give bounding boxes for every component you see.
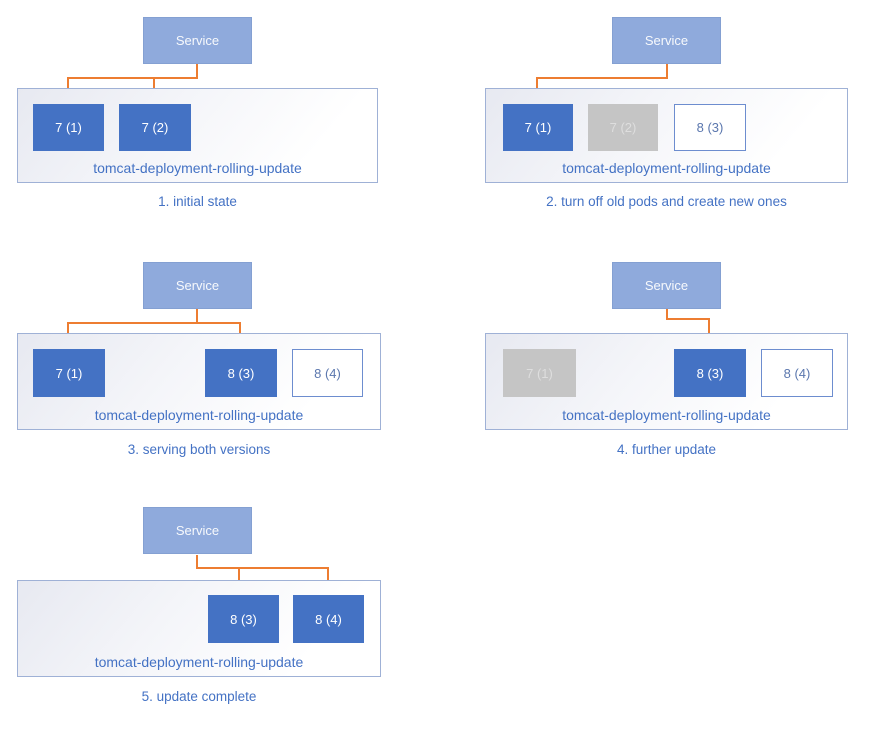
connector-line <box>153 77 155 95</box>
service-box: Service <box>612 262 721 309</box>
connector-line <box>67 77 69 95</box>
pod-7-1: 7 (1) <box>503 104 573 151</box>
connector-line <box>196 567 329 569</box>
connector-line <box>67 322 241 324</box>
connector-line <box>238 567 240 586</box>
stage-caption: 2. turn off old pods and create new ones <box>546 194 787 209</box>
service-box: Service <box>612 17 721 64</box>
pod-label: 8 (4) <box>314 365 341 381</box>
pod-label: 8 (3) <box>696 365 724 381</box>
connector-line <box>708 318 710 340</box>
pod-label: 7 (2) <box>141 120 169 135</box>
connector-line <box>536 77 538 95</box>
deployment-box: 7 (1) 7 (2) 8 (3) tomcat-deployment-roll… <box>485 88 848 183</box>
connector-line <box>536 77 668 79</box>
pod-8-3: 8 (3) <box>208 595 279 643</box>
deployment-box: 7 (1) 7 (2) tomcat-deployment-rolling-up… <box>17 88 378 183</box>
deployment-name-label: tomcat-deployment-rolling-update <box>94 654 304 670</box>
connector-line <box>196 555 198 569</box>
pod-8-4: 8 (4) <box>293 595 364 643</box>
service-label: Service <box>644 278 689 293</box>
stage-caption: 3. serving both versions <box>127 442 271 457</box>
pod-7-1: 7 (1) <box>33 349 105 397</box>
pod-8-3: 8 (3) <box>674 349 746 397</box>
pod-7-1: 7 (1) <box>33 104 104 151</box>
connector-line <box>196 64 198 79</box>
deployment-box: 7 (1) 8 (3) 8 (4) tomcat-deployment-roll… <box>485 333 848 430</box>
pod-label: 8 (4) <box>783 365 811 381</box>
deployment-name-label: tomcat-deployment-rolling-update <box>562 160 771 176</box>
stage-5-panel: Service 8 (3) 8 (4) tomcat-deployment-ro… <box>0 490 435 730</box>
stage-1-panel: Service 7 (1) 7 (2) tomcat-deployment-ro… <box>0 0 435 240</box>
connector-line <box>327 567 329 586</box>
pod-8-4: 8 (4) <box>761 349 833 397</box>
deployment-box: 8 (3) 8 (4) tomcat-deployment-rolling-up… <box>17 580 381 677</box>
pod-label: 8 (4) <box>315 611 342 627</box>
pod-8-3: 8 (3) <box>674 104 746 151</box>
pod-7-1: 7 (1) <box>503 349 576 397</box>
stage-4-panel: Service 7 (1) 8 (3) 8 (4) tomcat-deploym… <box>435 245 870 485</box>
connector-line <box>666 64 668 79</box>
connector-line <box>666 309 668 320</box>
pod-label: 8 (3) <box>227 365 255 381</box>
stage-caption: 4. further update <box>616 442 717 457</box>
service-box: Service <box>143 17 252 64</box>
stage-3-panel: Service 7 (1) 8 (3) 8 (4) tomcat-deploym… <box>0 245 435 485</box>
connector-line <box>666 318 710 320</box>
stage-caption: 1. initial state <box>158 194 237 209</box>
service-label: Service <box>175 523 220 538</box>
pod-label: 7 (1) <box>524 120 552 135</box>
pod-7-2: 7 (2) <box>119 104 191 151</box>
service-label: Service <box>175 278 220 293</box>
connector-line <box>239 322 241 340</box>
deployment-box: 7 (1) 8 (3) 8 (4) tomcat-deployment-roll… <box>17 333 381 430</box>
deployment-name-label: tomcat-deployment-rolling-update <box>93 160 302 176</box>
service-label: Service <box>175 33 220 48</box>
connector-line <box>196 309 198 324</box>
deployment-name-label: tomcat-deployment-rolling-update <box>562 407 771 423</box>
connector-line <box>67 77 198 79</box>
deployment-name-label: tomcat-deployment-rolling-update <box>94 407 304 423</box>
pod-label: 8 (3) <box>696 120 724 135</box>
pod-label: 7 (2) <box>609 120 637 135</box>
pod-8-4: 8 (4) <box>292 349 363 397</box>
service-label: Service <box>644 33 689 48</box>
service-box: Service <box>143 507 252 554</box>
pod-7-2: 7 (2) <box>588 104 658 151</box>
pod-label: 8 (3) <box>230 611 257 627</box>
pod-label: 7 (1) <box>526 365 553 381</box>
stage-2-panel: Service 7 (1) 7 (2) 8 (3) tomcat-deploym… <box>435 0 870 240</box>
pod-label: 7 (1) <box>55 365 83 381</box>
service-box: Service <box>143 262 252 309</box>
pod-8-3: 8 (3) <box>205 349 277 397</box>
stage-caption: 5. update complete <box>141 689 257 704</box>
pod-label: 7 (1) <box>55 120 82 135</box>
connector-line <box>67 322 69 340</box>
